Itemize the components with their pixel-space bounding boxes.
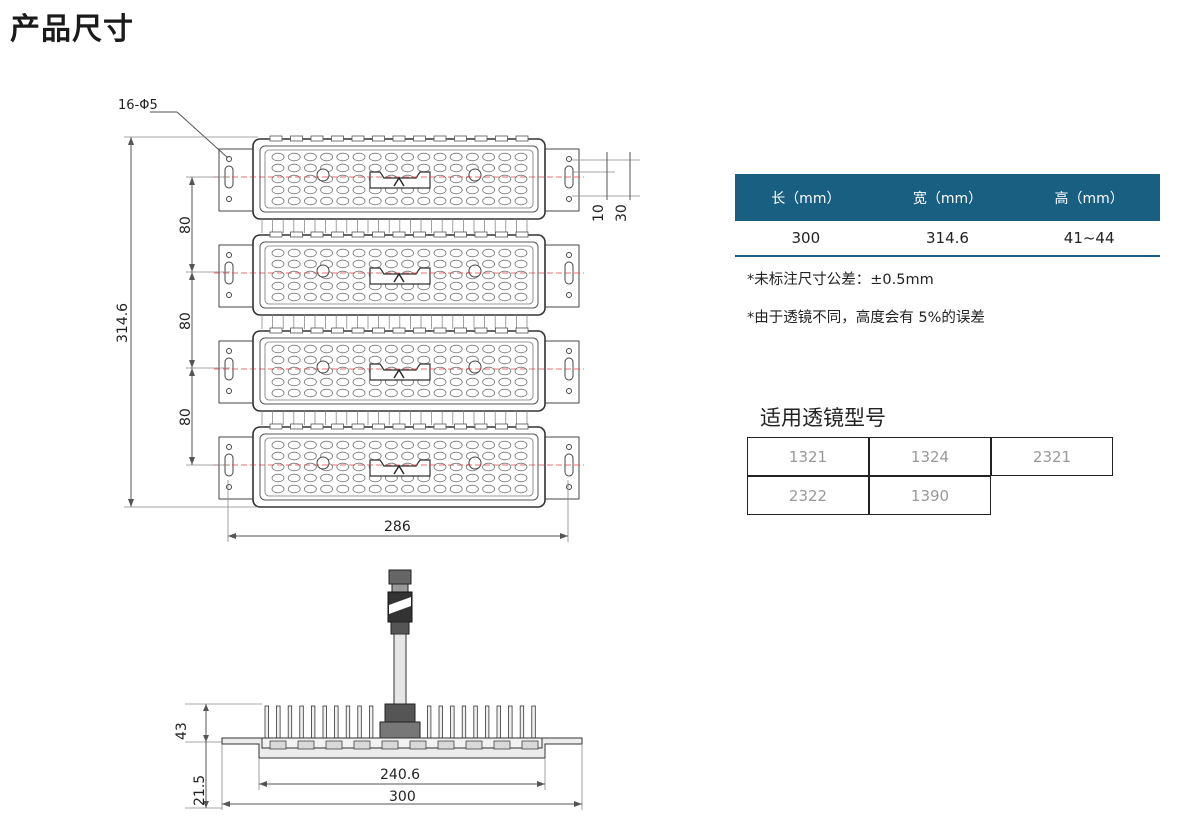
lens-model-cell: 2321: [991, 437, 1113, 476]
led-module: [214, 231, 584, 329]
dim-width-label: 286: [384, 519, 411, 535]
side-dim-inner: 240.6: [380, 767, 420, 783]
dim-small-b: 30: [614, 204, 630, 222]
dim-pitch-2: 80: [178, 312, 194, 330]
led-module: [214, 327, 584, 425]
dim-pitch-1: 80: [178, 216, 194, 234]
led-module: [214, 423, 584, 508]
note-height-error: *由于透镜不同，高度会有 5%的误差: [747, 310, 985, 326]
lens-model-cell: 2322: [747, 476, 869, 515]
lens-model-cell: 1390: [869, 476, 991, 515]
spec-header-height: 高（mm）: [1018, 174, 1160, 221]
spec-header-row: 长（mm） 宽（mm） 高（mm）: [735, 174, 1160, 221]
side-dim-height: 43: [174, 722, 190, 740]
spec-header-width: 宽（mm）: [876, 174, 1019, 221]
dim-small-a: 10: [591, 204, 607, 222]
spec-header-length: 长（mm）: [735, 174, 877, 221]
side-dim-total: 300: [389, 789, 416, 805]
spec-value-row: 300 314.6 41~44: [735, 221, 1160, 257]
spec-value-length: 300: [735, 221, 877, 257]
lens-model-cell: 1321: [747, 437, 869, 476]
lens-section-title: 适用透镜型号: [760, 406, 886, 430]
connector: [379, 569, 421, 741]
base-bumps: [269, 740, 539, 750]
lens-model-grid: 1321 1324 2321 2322 1390: [747, 437, 1113, 515]
hole-label: 16-Φ5: [118, 98, 158, 113]
led-modules: [214, 135, 584, 508]
dim-pitch-3: 80: [178, 408, 194, 426]
spec-value-height: 41~44: [1018, 221, 1160, 257]
side-dim-base: 21.5: [192, 775, 208, 806]
spec-value-width: 314.6: [876, 221, 1019, 257]
spec-table: 长（mm） 宽（mm） 高（mm） 300 314.6 41~44: [735, 174, 1160, 257]
dim-height-label: 314.6: [115, 303, 131, 343]
lens-model-cell: 1324: [869, 437, 991, 476]
note-tolerance: *未标注尺寸公差：±0.5mm: [747, 272, 934, 288]
top-view-drawing: 16-Φ5 314.6 80 80 80 286 10 30: [115, 98, 640, 542]
led-module: [214, 135, 584, 233]
side-view-drawing: 43 21.5 240.6 300: [174, 569, 583, 810]
page-title: 产品尺寸: [10, 12, 134, 47]
